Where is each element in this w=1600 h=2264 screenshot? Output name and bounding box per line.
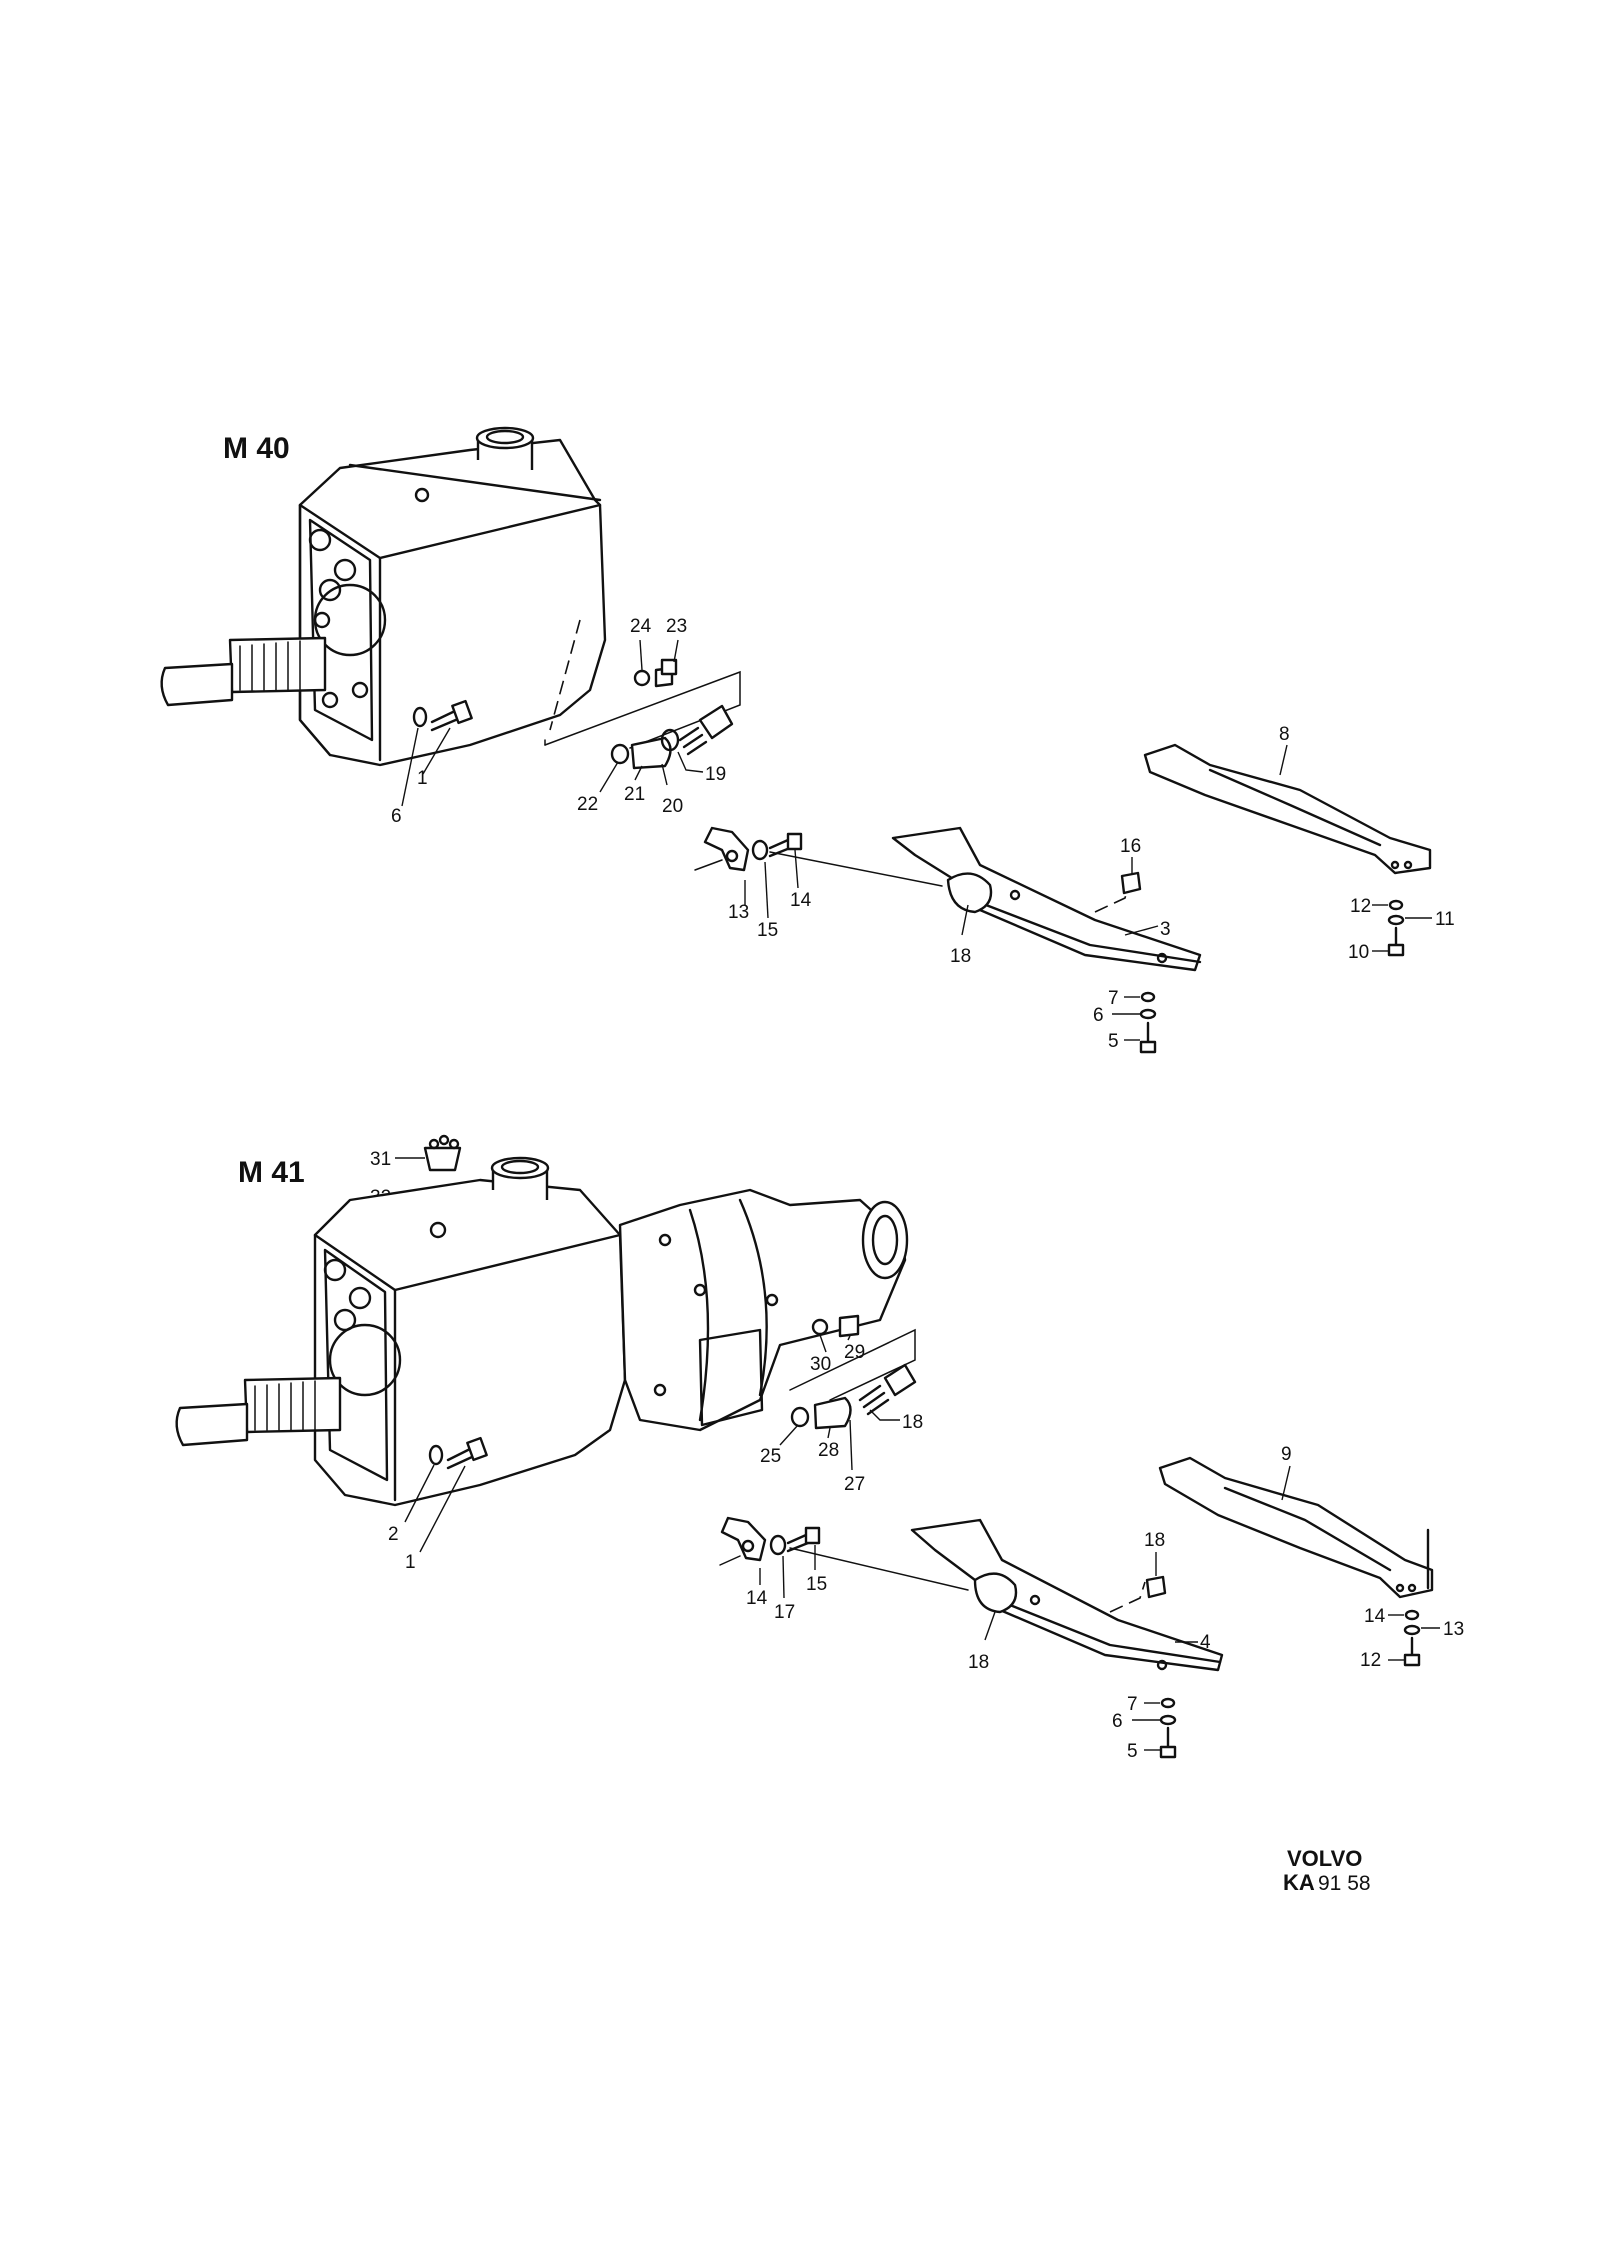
- m41-crossmember-9: [1158, 1456, 1434, 1599]
- callout-m40-13: 13: [728, 902, 749, 923]
- callout-m41-25: 18: [902, 1412, 923, 1433]
- m40-assembly: M 40: [160, 426, 1455, 1054]
- callout-m41-10: 12: [1360, 1650, 1381, 1671]
- callout-m41-4: 4: [1200, 1632, 1211, 1653]
- m41-gearbox-housing: [175, 1156, 909, 1507]
- callout-m40-18: 16: [1120, 836, 1141, 857]
- callout-m41-26: 25: [760, 1446, 781, 1467]
- callout-m41-14: 15: [806, 1574, 827, 1595]
- callout-m40-7: 7: [1108, 988, 1119, 1009]
- callout-m40-5: 5: [1108, 1031, 1119, 1052]
- callout-m41-15: 17: [774, 1602, 795, 1623]
- m41-fasteners-5-6-7: [1159, 1697, 1177, 1759]
- code-prefix: KA: [1283, 1870, 1315, 1895]
- m41-assembly: M 41 31 32: [175, 1134, 1464, 1762]
- callout-m40-24: 24: [630, 616, 652, 637]
- callout-m41-18: 18: [1144, 1530, 1165, 1551]
- callout-m40-22: 21: [624, 784, 645, 805]
- callout-m40-1: 1: [417, 768, 428, 789]
- callout-m41-6: 6: [1112, 1711, 1123, 1732]
- callout-m41-31: 31: [370, 1149, 391, 1170]
- m41-fasteners-10-11-12: [1403, 1609, 1421, 1667]
- callout-m41-1: 1: [405, 1552, 416, 1573]
- m40-crossmember-3: [891, 826, 1202, 972]
- m40-crossmember-8: [1143, 743, 1432, 875]
- callout-m41-28: 28: [818, 1440, 839, 1461]
- brand-label: VOLVO: [1287, 1846, 1362, 1871]
- callout-m40-12: 12: [1350, 896, 1371, 917]
- callout-m41-30: 30: [810, 1354, 831, 1375]
- callout-m41-27: 27: [844, 1474, 865, 1495]
- callout-m40-21: 20: [662, 796, 683, 817]
- callout-m40-2: 6: [391, 806, 402, 827]
- m40-fasteners-10-11-12: [1387, 899, 1405, 957]
- m40-title: M 40: [223, 432, 290, 465]
- m40-gearbox-housing: [160, 426, 607, 767]
- callout-m40-15: 15: [757, 920, 778, 941]
- drawing-reference: VOLVO KA 91 58: [1283, 1846, 1371, 1895]
- callout-m40-20: 22: [577, 794, 598, 815]
- callout-m40-6: 6: [1093, 1005, 1104, 1026]
- callout-m40-14: 14: [790, 890, 812, 911]
- callout-m41-29: 29: [844, 1342, 865, 1363]
- m41-speedometer-drive: [790, 1363, 917, 1430]
- m41-bolt-1-washer-2: [428, 1436, 488, 1470]
- m41-crossmember-4: [910, 1518, 1224, 1672]
- callout-m40-10: 10: [1348, 942, 1369, 963]
- callout-m41-13: 14: [746, 1588, 768, 1609]
- m41-bracket-13: [719, 1516, 821, 1566]
- callout-m40-23: 23: [666, 616, 687, 637]
- m41-title: M 41: [238, 1156, 305, 1189]
- m40-bracket-13: [694, 826, 803, 872]
- callout-m40-8: 8: [1279, 724, 1290, 745]
- callout-m41-9: 9: [1281, 1444, 1292, 1465]
- callout-m40-16: 18: [950, 946, 971, 967]
- callout-m41-12: 14: [1364, 1606, 1386, 1627]
- callout-m41-5: 5: [1127, 1741, 1138, 1762]
- m41-nut-18: [1145, 1575, 1167, 1599]
- callout-m41-2: 2: [388, 1524, 399, 1545]
- callout-m41-17: 18: [968, 1652, 989, 1673]
- callout-m41-7: 7: [1127, 1694, 1138, 1715]
- m41-bolt-29-washer-30: [811, 1314, 860, 1338]
- m40-fasteners-5-6-7: [1139, 991, 1157, 1054]
- callout-m40-19: 19: [705, 764, 726, 785]
- m40-bolt-23-washer-24: [633, 658, 678, 688]
- callout-m40-3: 3: [1160, 919, 1171, 940]
- code-number: 91 58: [1318, 1872, 1371, 1895]
- m40-nut-18: [1120, 871, 1142, 895]
- callout-m41-11: 13: [1443, 1619, 1464, 1640]
- m40-bolt-1-washer-2: [412, 699, 473, 732]
- m40-speedometer-drive: [610, 704, 734, 770]
- callout-m40-11: 11: [1435, 909, 1455, 930]
